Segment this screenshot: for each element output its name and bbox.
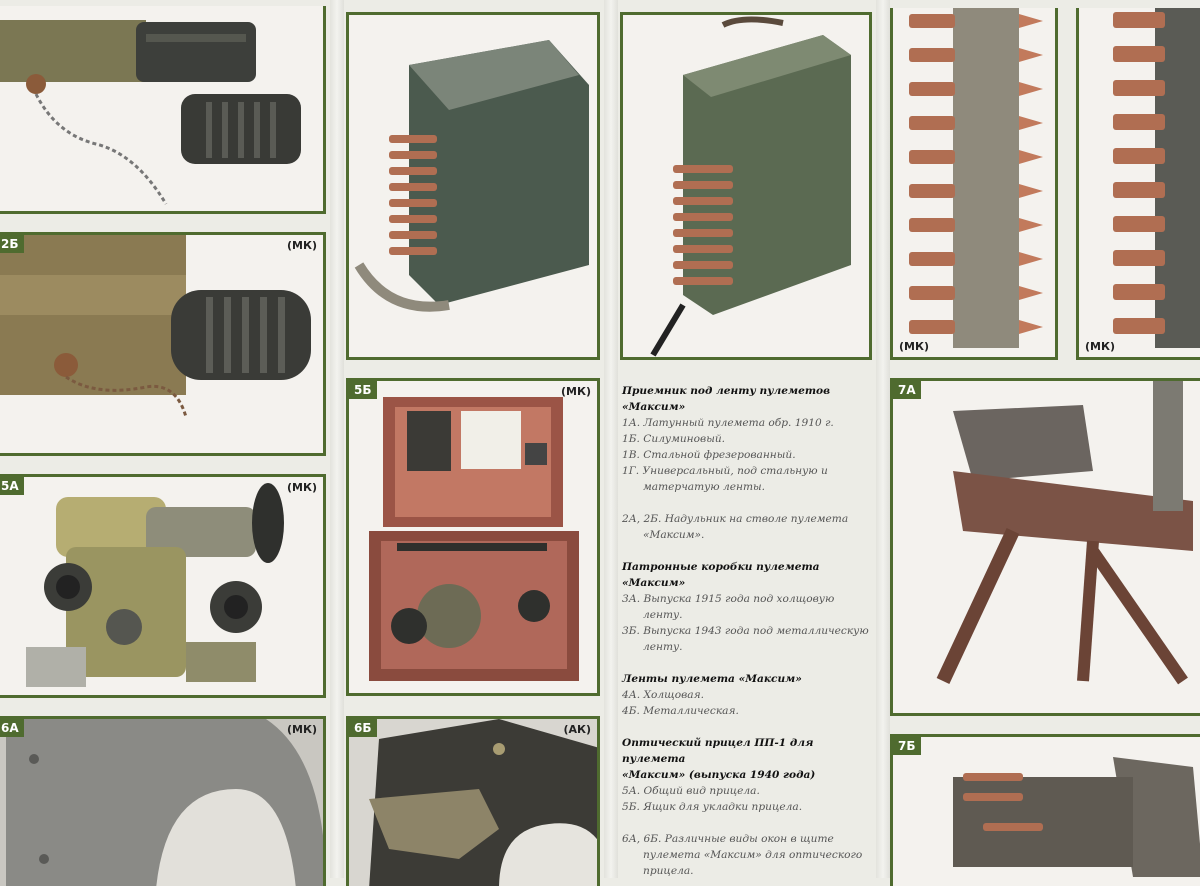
collection-mark: (МК): [287, 481, 317, 494]
photo-panel-2b: 2Б (МК): [0, 232, 326, 456]
caption-item: 1Г. Универсальный, под стальную и: [622, 465, 828, 477]
caption-item: 4Б. Металлическая.: [622, 705, 739, 717]
caption-heading: Оптический прицел ПП-1 для пулемета: [622, 737, 814, 765]
panel-label: 7Б: [893, 737, 921, 755]
panel-label: 7А: [893, 381, 921, 399]
optical-sight-photo: [26, 483, 284, 687]
shield-window-photo-b: [349, 719, 597, 886]
caption-item: 4А. Холщовая.: [622, 689, 705, 701]
caption-column: Приемник под ленту пулеметов «Максим» 1А…: [622, 383, 878, 879]
muzzle-attachment-photo: [0, 20, 301, 205]
caption-item: 5Б. Ящик для укладки прицела.: [622, 801, 803, 813]
photo-panel-canvas-belt: (МК): [890, 8, 1058, 360]
canvas-belt-photo: [909, 8, 1043, 348]
photo-panel-6a: 6А (МК): [0, 716, 326, 886]
caption-item: 6А, 6Б. Различные виды окон в щите: [622, 833, 834, 845]
collection-mark: (МК): [1085, 340, 1115, 353]
panel-label: 6А: [0, 719, 24, 737]
canvas-belt-box-photo: [354, 40, 589, 312]
feed-receiver-photo-a: [936, 381, 1193, 685]
collection-mark: (МК): [561, 385, 591, 398]
caption-item: «Максим».: [643, 529, 705, 541]
caption-item: 5А. Общий вид прицела.: [622, 785, 760, 797]
caption-item: 1А. Латунный пулемета обр. 1910 г.: [622, 417, 834, 429]
barrel-nozzle-photo: [0, 235, 311, 418]
photo-panel-cartridge-box-1943: [620, 12, 872, 360]
panel-label: 5А: [0, 477, 24, 495]
page-fold: [604, 0, 618, 878]
photo-panel-muzzle-cap: [0, 6, 326, 214]
photo-panel-5b: 5Б (МК): [346, 378, 600, 696]
caption-heading: «Максим»: [622, 577, 686, 589]
caption-heading: «Максим» (выпуска 1940 года): [622, 769, 816, 781]
caption-item: прицела.: [643, 865, 694, 877]
collection-mark: (МК): [287, 239, 317, 252]
page-fold: [330, 0, 344, 878]
caption-item: 3Б. Выпуска 1943 года под металлическую: [622, 625, 869, 637]
sight-case-photo: [369, 397, 579, 681]
caption-item: ленту.: [643, 641, 683, 653]
panel-label: 6Б: [349, 719, 377, 737]
feed-receiver-photo-b: [953, 757, 1200, 877]
caption-item: 3А. Выпуска 1915 года под холщовую: [622, 593, 835, 605]
caption-heading: Приемник под ленту пулеметов: [622, 385, 831, 397]
caption-item: 1Б. Силуминовый.: [622, 433, 726, 445]
collection-mark: (АК): [563, 723, 591, 736]
caption-heading: «Максим»: [622, 401, 686, 413]
collection-mark: (МК): [287, 723, 317, 736]
caption-heading: Патронные коробки пулемета: [622, 561, 820, 573]
shield-window-photo: [0, 719, 323, 886]
caption-item: 1В. Стальной фрезерованный.: [622, 449, 796, 461]
collection-mark: (МК): [899, 340, 929, 353]
panel-label: 5Б: [349, 381, 377, 399]
caption-item: 2А, 2Б. Надульник на стволе пулемета: [622, 513, 849, 525]
photo-panel-metal-belt: (МК): [1076, 8, 1200, 360]
caption-item: пулемета «Максим» для оптического: [643, 849, 863, 861]
photo-panel-7a: 7А: [890, 378, 1200, 716]
page-fold: [876, 0, 890, 878]
caption-item: ленту.: [643, 609, 683, 621]
photo-panel-cartridge-box-1915: [346, 12, 600, 360]
caption-item: матерчатую ленты.: [643, 481, 766, 493]
photo-panel-6b: 6Б (АК): [346, 716, 600, 886]
metal-belt-photo: [1113, 8, 1200, 348]
caption-heading: Ленты пулемета «Максим»: [622, 673, 802, 685]
panel-label: 2Б: [0, 235, 24, 253]
photo-panel-7b: 7Б: [890, 734, 1200, 886]
metal-belt-box-photo: [650, 16, 851, 357]
photo-panel-5a: 5А (МК): [0, 474, 326, 698]
